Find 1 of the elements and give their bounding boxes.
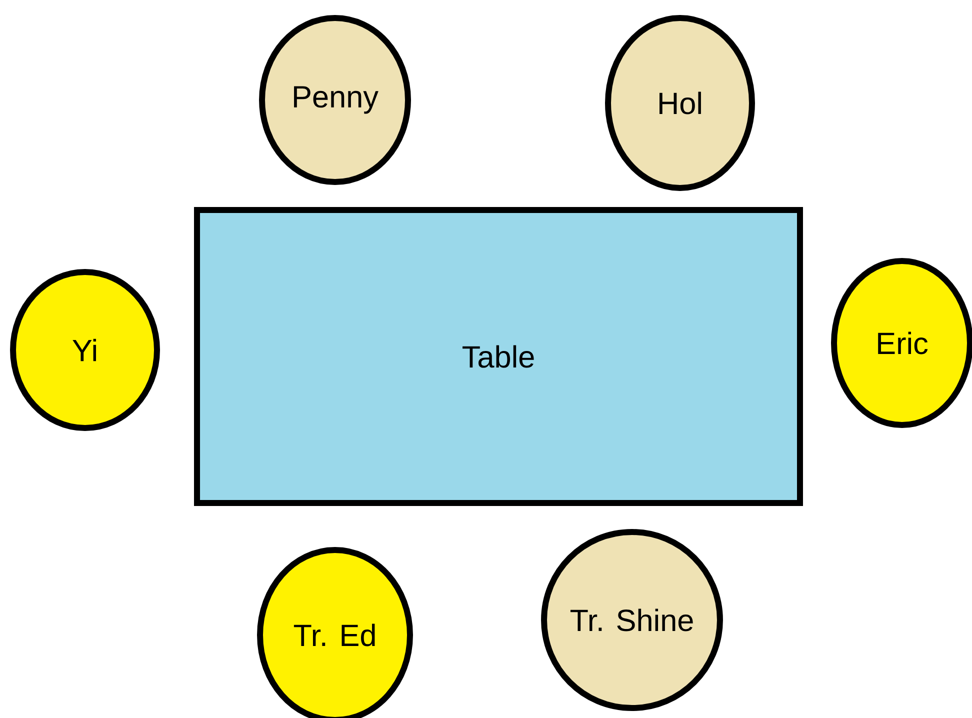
table-rectangle: Table <box>194 207 803 506</box>
